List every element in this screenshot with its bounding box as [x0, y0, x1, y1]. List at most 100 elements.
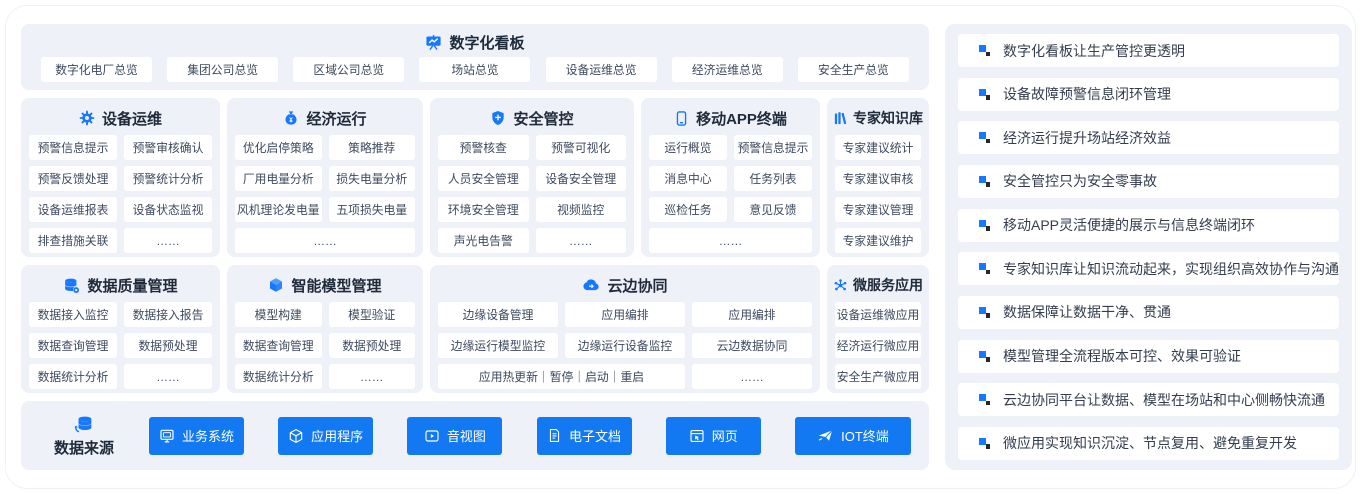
money-bag-icon: [283, 110, 299, 126]
highlight-row: 云边协同平台让数据、模型在场站和中心侧畅快流通: [958, 383, 1339, 417]
highlight-text: 移动APP灵活便捷的展示与信息终端闭环: [1003, 217, 1256, 234]
feature-chip[interactable]: 预警信息提示: [734, 135, 812, 160]
source-audio-video-button[interactable]: 音视图: [407, 416, 503, 455]
feature-chip[interactable]: 厂用电量分析: [235, 166, 322, 191]
feature-chip[interactable]: 任务列表: [734, 166, 812, 191]
source-application-button[interactable]: 应用程序: [278, 416, 374, 455]
bullet-squares-icon: [979, 132, 990, 144]
section-cloud-edge: 云边协同 边缘设备管理应用编排应用编排边缘运行模型监控边缘运行设备监控云边数据协…: [430, 265, 820, 393]
feature-chip[interactable]: 专家建议统计: [835, 135, 921, 160]
feature-chip[interactable]: 视频监控: [535, 197, 626, 222]
highlight-row: 专家知识库让知识流动起来，实现组织高效协作与沟通: [958, 252, 1339, 286]
feature-chip[interactable]: 运行概览: [649, 135, 727, 160]
source-iot-terminal-button[interactable]: IOT终端: [794, 416, 911, 455]
overview-button[interactable]: 数字化电厂总览: [41, 57, 152, 82]
feature-chip[interactable]: 云边数据协同: [692, 333, 812, 358]
highlight-text: 模型管理全流程版本可控、效果可验证: [1003, 348, 1241, 365]
feature-chip[interactable]: 五项损失电量: [328, 197, 415, 222]
feature-chip[interactable]: ……: [124, 228, 212, 253]
source-business-system-button[interactable]: 业务系统: [149, 416, 244, 455]
feature-chip[interactable]: 数据接入报告: [124, 302, 212, 327]
bullet-squares-icon: [979, 219, 990, 231]
feature-chip[interactable]: 设备运维报表: [29, 197, 117, 222]
feature-chip[interactable]: 模型构建: [235, 302, 322, 327]
overview-button[interactable]: 集团公司总览: [167, 57, 279, 82]
overview-button[interactable]: 经济运维总览: [671, 57, 783, 82]
section-title: 微服务应用: [853, 277, 923, 293]
section-title: 数据质量管理: [87, 277, 178, 295]
feature-chip[interactable]: 数据预处理: [124, 333, 212, 358]
feature-chip[interactable]: 经济运行微应用: [835, 333, 921, 358]
bullet-squares-icon: [979, 437, 990, 449]
cloud-sync-icon: [582, 276, 600, 294]
feature-chip[interactable]: 数据查询管理: [235, 333, 322, 358]
feature-chip[interactable]: 数据统计分析: [235, 364, 322, 389]
source-webpage-button[interactable]: 网页: [665, 416, 761, 455]
feature-chip[interactable]: 数据统计分析: [29, 364, 117, 389]
feature-chip[interactable]: 环境安全管理: [438, 197, 529, 222]
feature-chip[interactable]: 边缘设备管理: [438, 302, 558, 327]
feature-chip[interactable]: 设备运维微应用: [835, 302, 921, 327]
feature-chip[interactable]: 预警信息提示: [29, 135, 117, 160]
feature-chip[interactable]: 数据预处理: [328, 333, 415, 358]
highlight-row: 设备故障预警信息闭环管理: [958, 77, 1339, 111]
video-play-icon: [424, 428, 440, 444]
data-source-title: 数据来源: [53, 440, 114, 457]
bullet-squares-icon: [979, 175, 990, 187]
feature-row-1: 设备运维 预警信息提示预警审核确认预警反馈处理预警统计分析设备运维报表设备状态监…: [21, 98, 929, 257]
feature-chip[interactable]: 优化启停策略: [235, 135, 322, 160]
feature-chip[interactable]: 应用编排: [565, 302, 685, 327]
feature-chip[interactable]: ……: [235, 228, 415, 253]
feature-chip[interactable]: 预警反馈处理: [29, 166, 117, 191]
overview-button[interactable]: 区域公司总览: [293, 57, 405, 82]
feature-chip[interactable]: 专家建议审核: [835, 166, 921, 191]
app-frame: 数字化看板 数字化电厂总览集团公司总览区域公司总览场站总览设备运维总览经济运维总…: [5, 5, 1356, 489]
feature-chip[interactable]: 排查措施关联: [29, 228, 117, 253]
feature-chip[interactable]: 预警审核确认: [124, 135, 212, 160]
feature-chip[interactable]: 安全生产微应用: [835, 364, 921, 389]
feature-chip[interactable]: ……: [124, 364, 212, 389]
books-icon: [833, 111, 848, 126]
feature-chip[interactable]: 损失电量分析: [328, 166, 415, 191]
highlight-text: 微应用实现知识沉淀、节点复用、避免重复开发: [1003, 435, 1297, 452]
feature-chip[interactable]: 人员安全管理: [438, 166, 529, 191]
feature-chip[interactable]: 风机理论发电量: [235, 197, 322, 222]
feature-chip[interactable]: 预警统计分析: [124, 166, 212, 191]
highlights-panel: 数字化看板让生产管控更透明 设备故障预警信息闭环管理 经济运行提升场站经济效益 …: [945, 24, 1352, 470]
feature-chip[interactable]: 模型验证: [328, 302, 415, 327]
bullet-squares-icon: [979, 45, 990, 56]
overview-button[interactable]: 安全生产总览: [797, 57, 909, 82]
highlight-text: 经济运行提升场站经济效益: [1003, 129, 1171, 146]
feature-chip[interactable]: 预警核查: [438, 135, 529, 160]
feature-chip[interactable]: 消息中心: [649, 166, 727, 191]
section-economic-operation: 经济运行 优化启停策略策略推荐厂用电量分析损失电量分析风机理论发电量五项损失电量…: [227, 98, 423, 257]
feature-chip[interactable]: 巡检任务: [649, 197, 727, 222]
feature-chip[interactable]: 专家建议管理: [835, 197, 921, 222]
feature-chip[interactable]: 数据接入监控: [29, 302, 117, 327]
feature-chip[interactable]: 专家建议维护: [835, 228, 921, 253]
source-edocument-button[interactable]: 电子文档: [536, 416, 632, 455]
webpage-icon: [689, 428, 705, 444]
feature-chip[interactable]: 应用编排: [692, 302, 812, 327]
feature-chip[interactable]: 应用热更新｜暂停｜启动｜重启: [438, 364, 685, 389]
gear-icon: [79, 110, 95, 126]
section-title: 安全管控: [513, 110, 574, 128]
highlights-list: 数字化看板让生产管控更透明 设备故障预警信息闭环管理 经济运行提升场站经济效益 …: [958, 34, 1339, 460]
feature-chip[interactable]: 策略推荐: [328, 135, 415, 160]
feature-chip[interactable]: 意见反馈: [734, 197, 812, 222]
feature-chip[interactable]: 声光电告警: [438, 228, 529, 253]
highlight-text: 专家知识库让知识流动起来，实现组织高效协作与沟通: [1003, 260, 1339, 277]
feature-chip[interactable]: 设备状态监视: [124, 197, 212, 222]
feature-chip[interactable]: ……: [535, 228, 626, 253]
feature-chip[interactable]: ……: [649, 228, 812, 253]
feature-chip[interactable]: 数据查询管理: [29, 333, 117, 358]
overview-button[interactable]: 设备运维总览: [545, 57, 657, 82]
feature-chip[interactable]: 边缘运行设备监控: [565, 333, 685, 358]
overview-button[interactable]: 场站总览: [419, 57, 531, 82]
feature-chip[interactable]: 设备安全管理: [535, 166, 626, 191]
feature-chip[interactable]: ……: [692, 364, 812, 389]
feature-chip[interactable]: 预警可视化: [535, 135, 626, 160]
highlight-row: 微应用实现知识沉淀、节点复用、避免重复开发: [958, 426, 1339, 460]
feature-chip[interactable]: ……: [328, 364, 415, 389]
feature-chip[interactable]: 边缘运行模型监控: [438, 333, 558, 358]
